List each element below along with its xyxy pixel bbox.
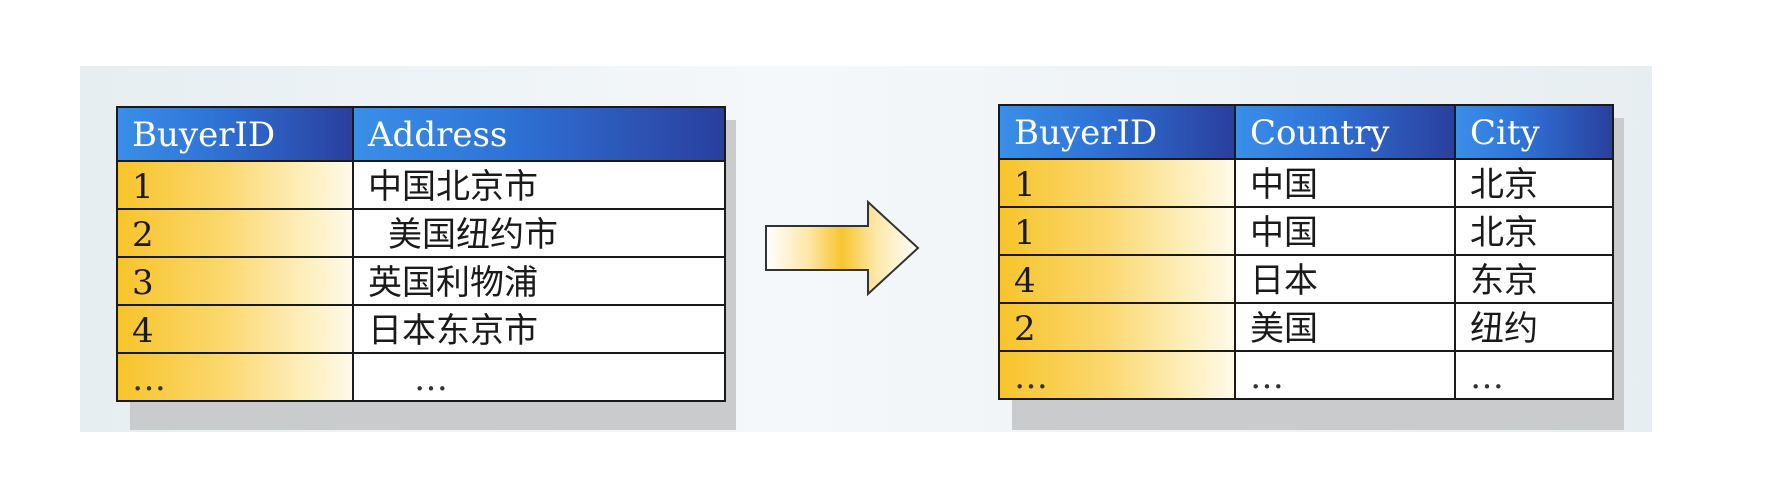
header-city: City <box>1454 104 1614 160</box>
cell-buyerid: 2 <box>116 208 354 258</box>
result-table: BuyerID Country City 1 中国 北京 1 中国 北京 4 日… <box>998 104 1614 400</box>
cell-buyerid: 4 <box>116 304 354 354</box>
cell-city: 纽约 <box>1454 302 1614 352</box>
cell-country: … <box>1234 350 1456 400</box>
header-buyerid: BuyerID <box>998 104 1236 160</box>
cell-buyerid: … <box>116 352 354 402</box>
table-row: 2 美国 纽约 <box>998 302 1614 352</box>
cell-country: 美国 <box>1234 302 1456 352</box>
cell-country: 中国 <box>1234 206 1456 256</box>
cell-buyerid: 2 <box>998 302 1236 352</box>
table-header-row: BuyerID Address <box>116 106 726 162</box>
right-arrow-icon <box>765 199 920 297</box>
cell-buyerid: 1 <box>116 160 354 210</box>
table-row: … … <box>116 352 726 402</box>
cell-address: 中国北京市 <box>352 160 726 210</box>
table-row: 3 英国利物浦 <box>116 256 726 306</box>
table-row: 1 中国 北京 <box>998 206 1614 256</box>
cell-address: 日本东京市 <box>352 304 726 354</box>
cell-city: … <box>1454 350 1614 400</box>
header-buyerid: BuyerID <box>116 106 354 162</box>
result-table-wrapper: BuyerID Country City 1 中国 北京 1 中国 北京 4 日… <box>998 104 1624 430</box>
cell-address: 美国纽约市 <box>352 208 726 258</box>
right-arrow-icon <box>762 199 922 297</box>
cell-buyerid: … <box>998 350 1236 400</box>
source-table: BuyerID Address 1 中国北京市 2 美国纽约市 3 英国利物浦 … <box>116 106 726 402</box>
cell-buyerid: 4 <box>998 254 1236 304</box>
table-row: 2 美国纽约市 <box>116 208 726 258</box>
cell-city: 北京 <box>1454 206 1614 256</box>
table-row: 1 中国 北京 <box>998 158 1614 208</box>
cell-buyerid: 1 <box>998 158 1236 208</box>
table-header-row: BuyerID Country City <box>998 104 1614 160</box>
cell-city: 东京 <box>1454 254 1614 304</box>
cell-address: 英国利物浦 <box>352 256 726 306</box>
cell-buyerid: 3 <box>116 256 354 306</box>
cell-buyerid: 1 <box>998 206 1236 256</box>
header-address: Address <box>352 106 726 162</box>
cell-city: 北京 <box>1454 158 1614 208</box>
table-row: 4 日本东京市 <box>116 304 726 354</box>
source-table-wrapper: BuyerID Address 1 中国北京市 2 美国纽约市 3 英国利物浦 … <box>116 106 736 430</box>
cell-country: 日本 <box>1234 254 1456 304</box>
table-row: 1 中国北京市 <box>116 160 726 210</box>
table-row: 4 日本 东京 <box>998 254 1614 304</box>
table-row: … … … <box>998 350 1614 400</box>
cell-country: 中国 <box>1234 158 1456 208</box>
cell-address: … <box>352 352 726 402</box>
header-country: Country <box>1234 104 1456 160</box>
